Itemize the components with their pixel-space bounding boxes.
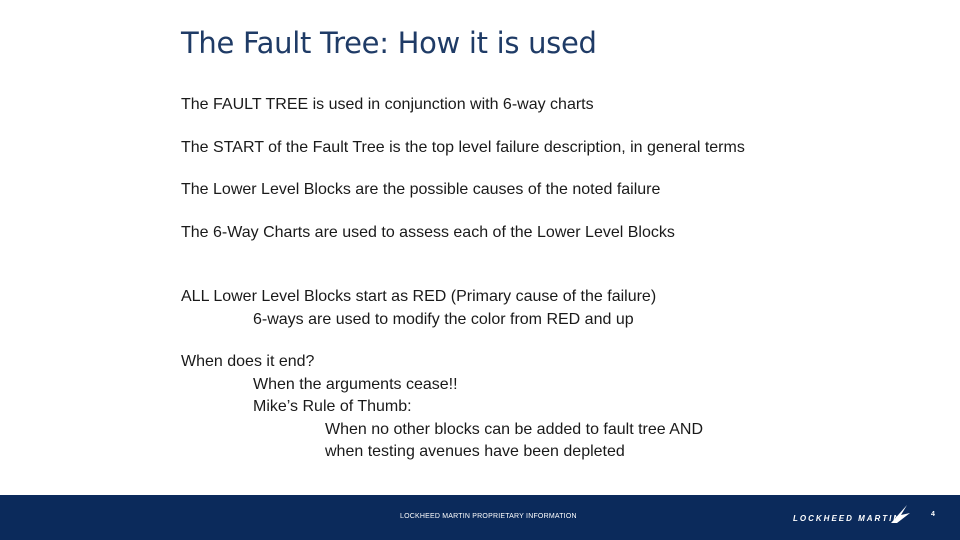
paragraph-six-ways-modify: 6-ways are used to modify the color from… <box>253 310 634 328</box>
svg-text:LOCKHEED MARTIN: LOCKHEED MARTIN <box>793 514 901 523</box>
proprietary-notice: LOCKHEED MARTIN PROPRIETARY INFORMATION <box>400 513 577 520</box>
paragraph-rule-line-1: When no other blocks can be added to fau… <box>325 420 704 438</box>
paragraph-blocks-start-red: ALL Lower Level Blocks start as RED (Pri… <box>181 288 657 305</box>
paragraph-six-way-charts: The 6-Way Charts are used to assess each… <box>181 223 675 241</box>
slide-body: The FAULT TREE is used in conjunction wi… <box>181 94 801 464</box>
lockheed-martin-logo: LOCKHEED MARTIN <box>793 505 910 523</box>
paragraph-fault-tree-usage: The FAULT TREE is used in conjunction wi… <box>181 96 594 113</box>
paragraph-rule-of-thumb: Mike’s Rule of Thumb: <box>253 398 412 415</box>
paragraph-lower-level-blocks: The Lower Level Blocks are the possible … <box>181 181 661 198</box>
page-number: 4 <box>931 511 935 518</box>
paragraph-arguments-cease: When the arguments cease!! <box>253 375 458 393</box>
slide-title: The Fault Tree: How it is used <box>181 26 597 60</box>
footer-bar: LOCKHEED MARTIN PROPRIETARY INFORMATION <box>0 495 960 540</box>
paragraph-rule-line-2: when testing avenues have been depleted <box>325 443 625 460</box>
paragraph-when-end: When does it end? <box>181 353 315 370</box>
paragraph-start: The START of the Fault Tree is the top l… <box>181 138 745 156</box>
